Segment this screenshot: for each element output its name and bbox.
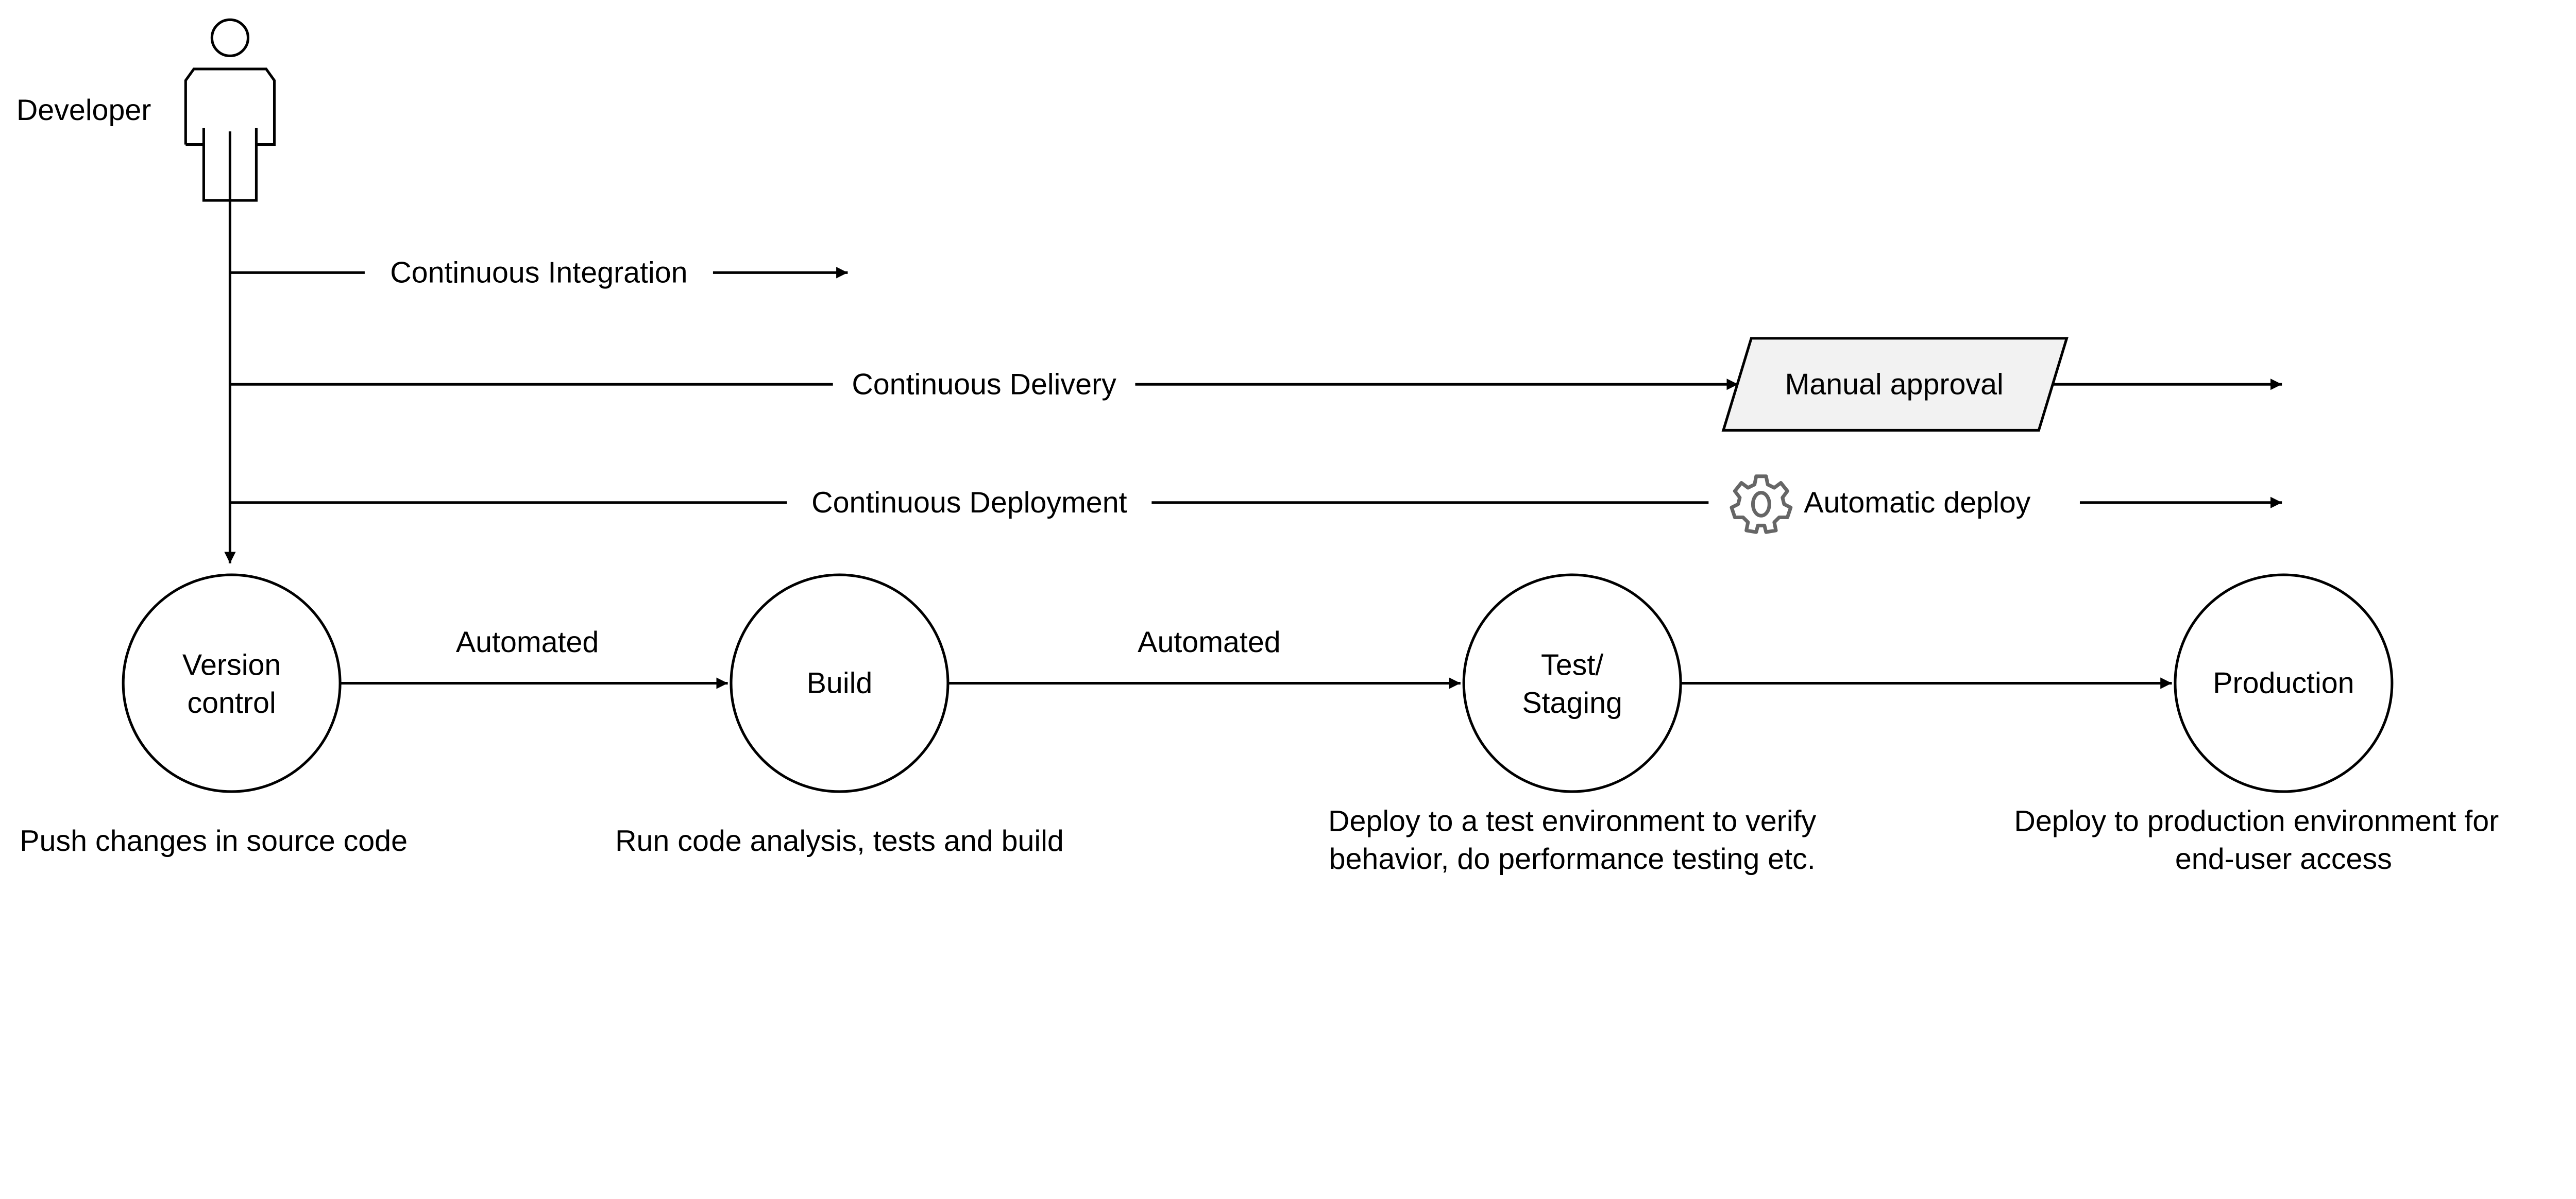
stage-caption: Deploy to a test environment to verify <box>1328 805 1816 838</box>
actor-label: Developer <box>16 94 151 127</box>
stage-build: Build Run code analysis, tests and build <box>615 573 1064 858</box>
cd-label: Continuous Delivery <box>852 368 1116 401</box>
gear-icon <box>1730 474 1793 534</box>
stage-caption: Push changes in source code <box>20 825 408 858</box>
ci-label: Continuous Integration <box>390 256 687 289</box>
stage-caption: Run code analysis, tests and build <box>615 825 1064 858</box>
stage-label: Test/ <box>1541 649 1603 682</box>
transition-label: Automated <box>1138 626 1281 659</box>
stage-label: Version <box>182 649 281 682</box>
stage-label: Production <box>2213 667 2354 700</box>
ci-cd-diagram: Developer Continuous Integration Continu… <box>16 18 2499 876</box>
stage-caption: end-user access <box>2175 843 2392 876</box>
automatic-deploy-label: Automatic deploy <box>1804 486 2030 519</box>
manual-approval-box <box>1721 337 2069 432</box>
stage-production: Production Deploy to production environm… <box>2014 573 2499 876</box>
stage-caption: behavior, do performance testing etc. <box>1329 843 1816 876</box>
stage-caption: Deploy to production environment for <box>2014 805 2499 838</box>
stage-label: control <box>188 687 276 720</box>
stage-label: Build <box>807 667 873 700</box>
stage-label: Staging <box>1522 687 1622 720</box>
transition-label: Automated <box>456 626 599 659</box>
manual-approval-label: Manual approval <box>1785 368 2004 401</box>
stage-version-control: Version control Push changes in source c… <box>20 573 408 858</box>
stage-test-staging: Test/ Staging Deploy to a test environme… <box>1328 573 1817 876</box>
cdeploy-label: Continuous Deployment <box>811 486 1127 519</box>
